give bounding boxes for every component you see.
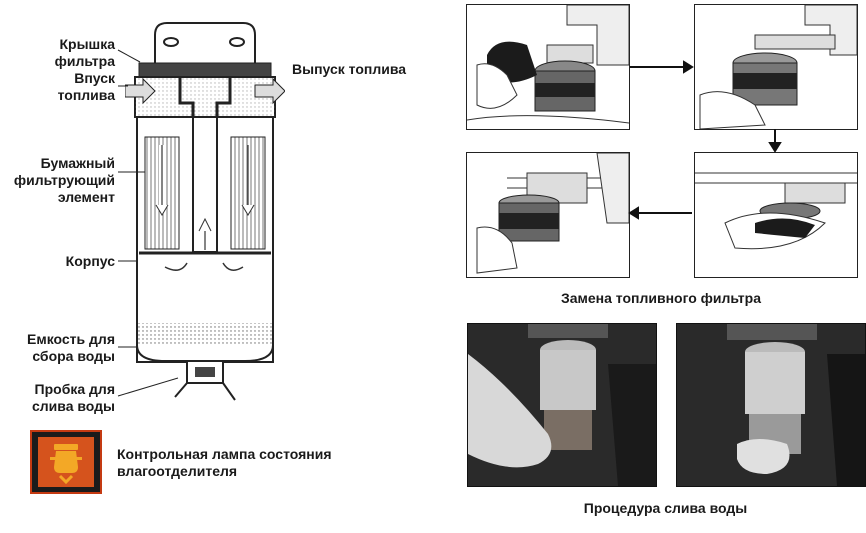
label-water-bowl: Емкость для сбора воды	[27, 331, 115, 364]
label-fuel-inlet: Впуск топлива	[57, 70, 115, 103]
filter-cross-section-diagram	[125, 22, 285, 401]
label-paper-element: Бумажный фильтрующий элемент	[13, 155, 115, 205]
draining-caption: Процедура слива воды	[583, 500, 748, 516]
replacement-step-1-photo	[466, 4, 630, 130]
label-filter-cap: Крышка фильтра	[54, 36, 115, 69]
water-separator-warning-icon	[50, 444, 82, 485]
replacement-caption: Замена топливного фильтра	[560, 290, 762, 306]
label-housing: Корпус	[65, 253, 115, 269]
replacement-step-3-photo	[694, 152, 858, 278]
label-drain-plug: Пробка для слива воды	[31, 381, 115, 414]
replacement-step-4-photo	[466, 152, 630, 278]
draining-photo-2	[676, 323, 866, 487]
lamp-description: Контрольная лампа состояния влагоотделит…	[117, 446, 332, 479]
replacement-step-2-photo	[694, 4, 858, 130]
water-separator-warning-lamp	[30, 430, 102, 494]
label-fuel-outlet: Выпуск топлива	[292, 61, 407, 77]
draining-photo-1	[467, 323, 657, 487]
